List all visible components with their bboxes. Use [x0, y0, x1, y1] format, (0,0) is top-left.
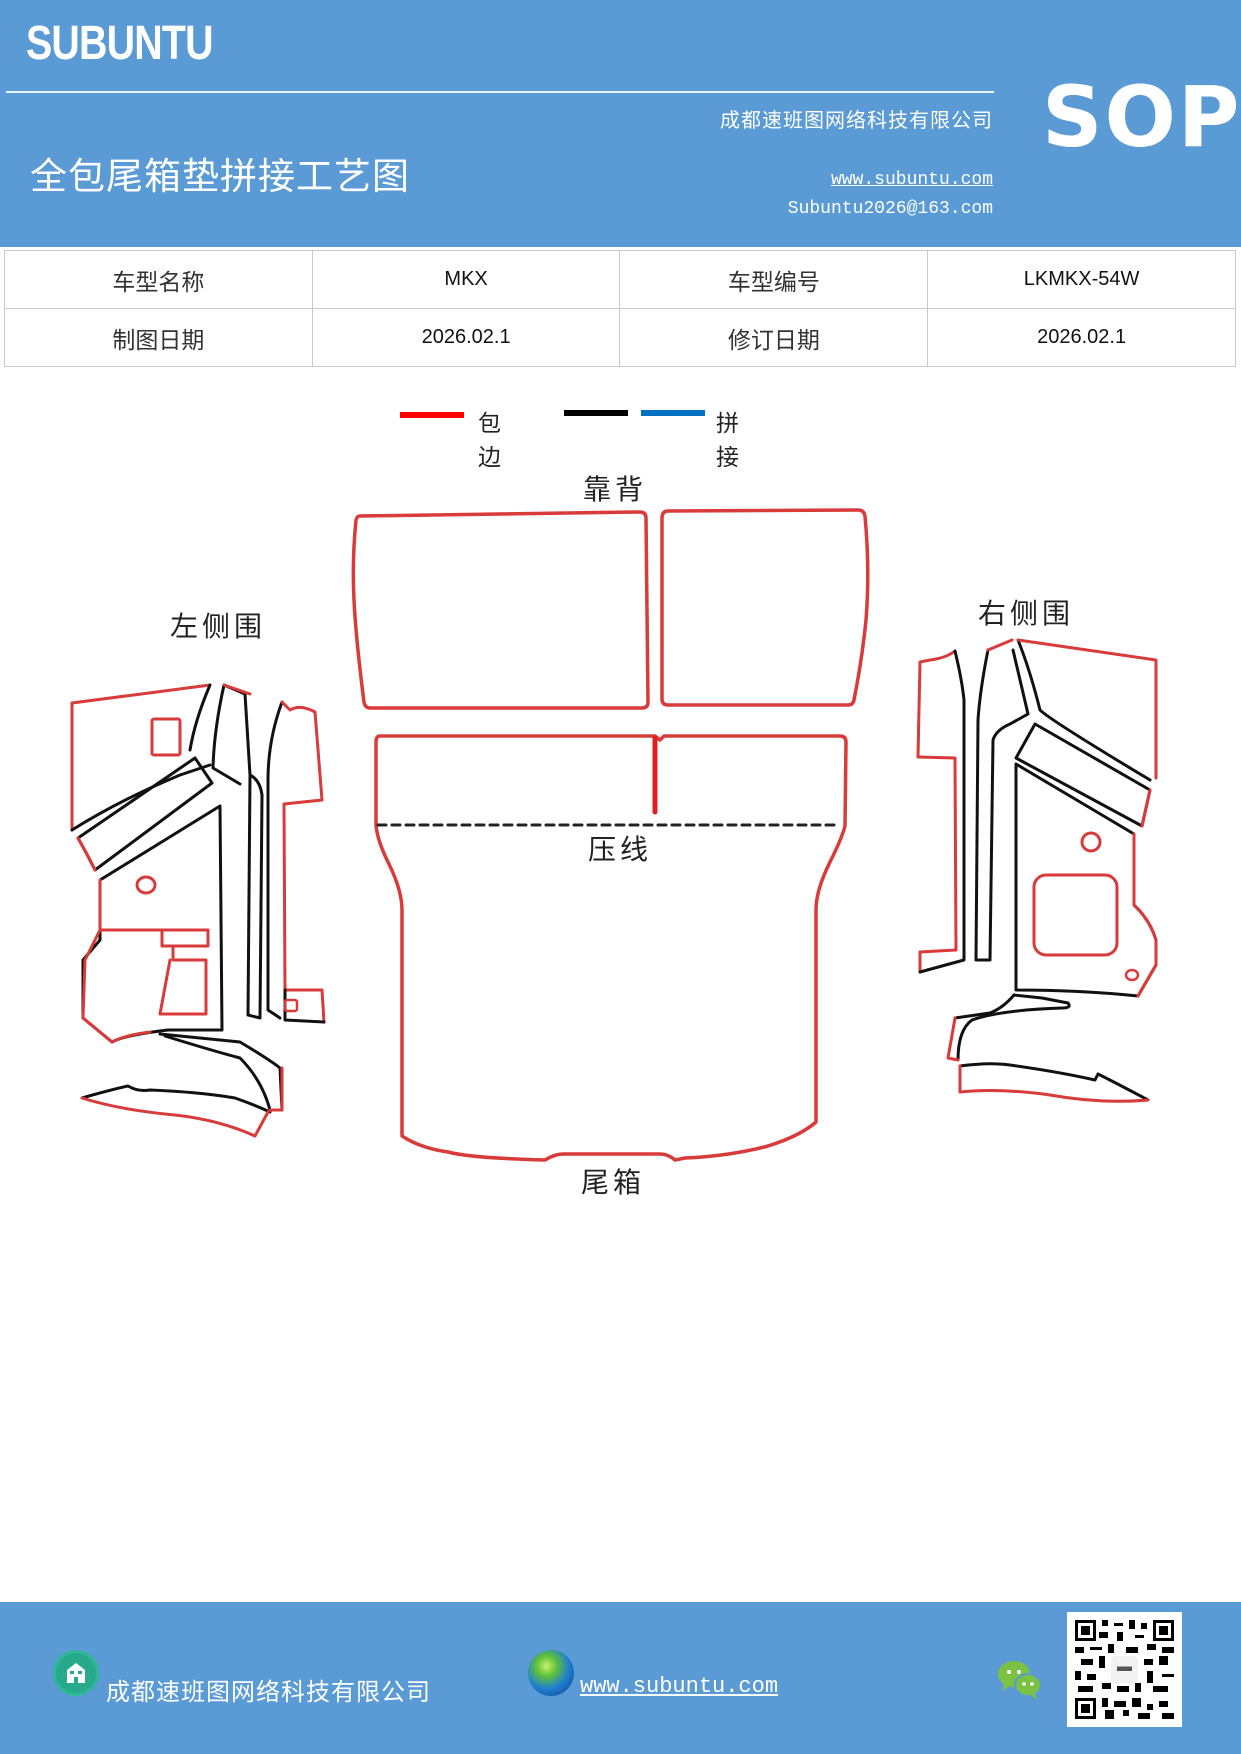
right-side-panels	[916, 638, 1158, 1103]
drawing-date-value: 2026.02.1	[311, 308, 621, 367]
company-name: 成都速班图网络科技有限公司	[720, 108, 993, 132]
model-name-label: 车型名称	[4, 250, 313, 309]
header-divider	[6, 91, 994, 93]
legend-swatch-red	[400, 412, 464, 418]
revision-date-value: 2026.02.1	[927, 308, 1236, 367]
website-link[interactable]: www.subuntu.com	[830, 170, 993, 190]
document-title: 全包尾箱垫拼接工艺图	[30, 155, 410, 198]
header-banner: SUBUNTU 全包尾箱垫拼接工艺图 成都速班图网络科技有限公司 www.sub…	[0, 0, 1241, 247]
footer-banner: 成都速班图网络科技有限公司 www.subuntu.com	[0, 1602, 1241, 1754]
legend-swatch-blue	[641, 410, 705, 416]
drawing-date-label: 制图日期	[4, 308, 313, 367]
building-icon	[53, 1650, 99, 1696]
pattern-shapes	[70, 508, 1158, 1162]
footer-company-name: 成都速班图网络科技有限公司	[106, 1678, 431, 1706]
vehicle-info-table: 车型名称 MKX 车型编号 LKMKX-54W 制图日期 2026.02.1 修…	[4, 250, 1236, 367]
footer-website-link[interactable]: www.subuntu.com	[580, 1674, 779, 1699]
model-name-value: MKX	[311, 250, 621, 309]
left-side-panels	[70, 683, 326, 1138]
brand-logo: SUBUNTU	[26, 17, 213, 70]
table-row: 车型名称 MKX 车型编号 LKMKX-54W	[4, 250, 1236, 309]
sop-badge: SOP	[1042, 68, 1241, 166]
globe-icon	[528, 1650, 574, 1696]
label-press-line: 压线	[588, 833, 653, 866]
backrest-right-panel	[660, 508, 870, 707]
trunk-floor-panel	[374, 734, 848, 1162]
backrest-left-panel	[351, 510, 650, 710]
revision-date-label: 修订日期	[619, 308, 929, 367]
table-row: 制图日期 2026.02.1 修订日期 2026.02.1	[4, 308, 1236, 367]
label-backrest: 靠背	[583, 473, 648, 506]
legend-label-hem: 包边	[478, 411, 501, 471]
qr-code	[1067, 1612, 1182, 1727]
label-left-side: 左侧围	[170, 610, 267, 643]
email-address: Subuntu2026@163.com	[787, 199, 993, 219]
model-code-value: LKMKX-54W	[927, 250, 1236, 309]
label-trunk: 尾箱	[581, 1166, 646, 1199]
legend-swatch-black	[564, 410, 628, 416]
legend-label-seam: 拼接	[716, 411, 739, 471]
mat-pattern-diagram: 靠背 左侧围 右侧围 压线 尾箱	[0, 440, 1241, 1220]
label-right-side: 右侧围	[978, 597, 1075, 630]
model-code-label: 车型编号	[619, 250, 929, 309]
wechat-icon[interactable]	[996, 1658, 1044, 1702]
